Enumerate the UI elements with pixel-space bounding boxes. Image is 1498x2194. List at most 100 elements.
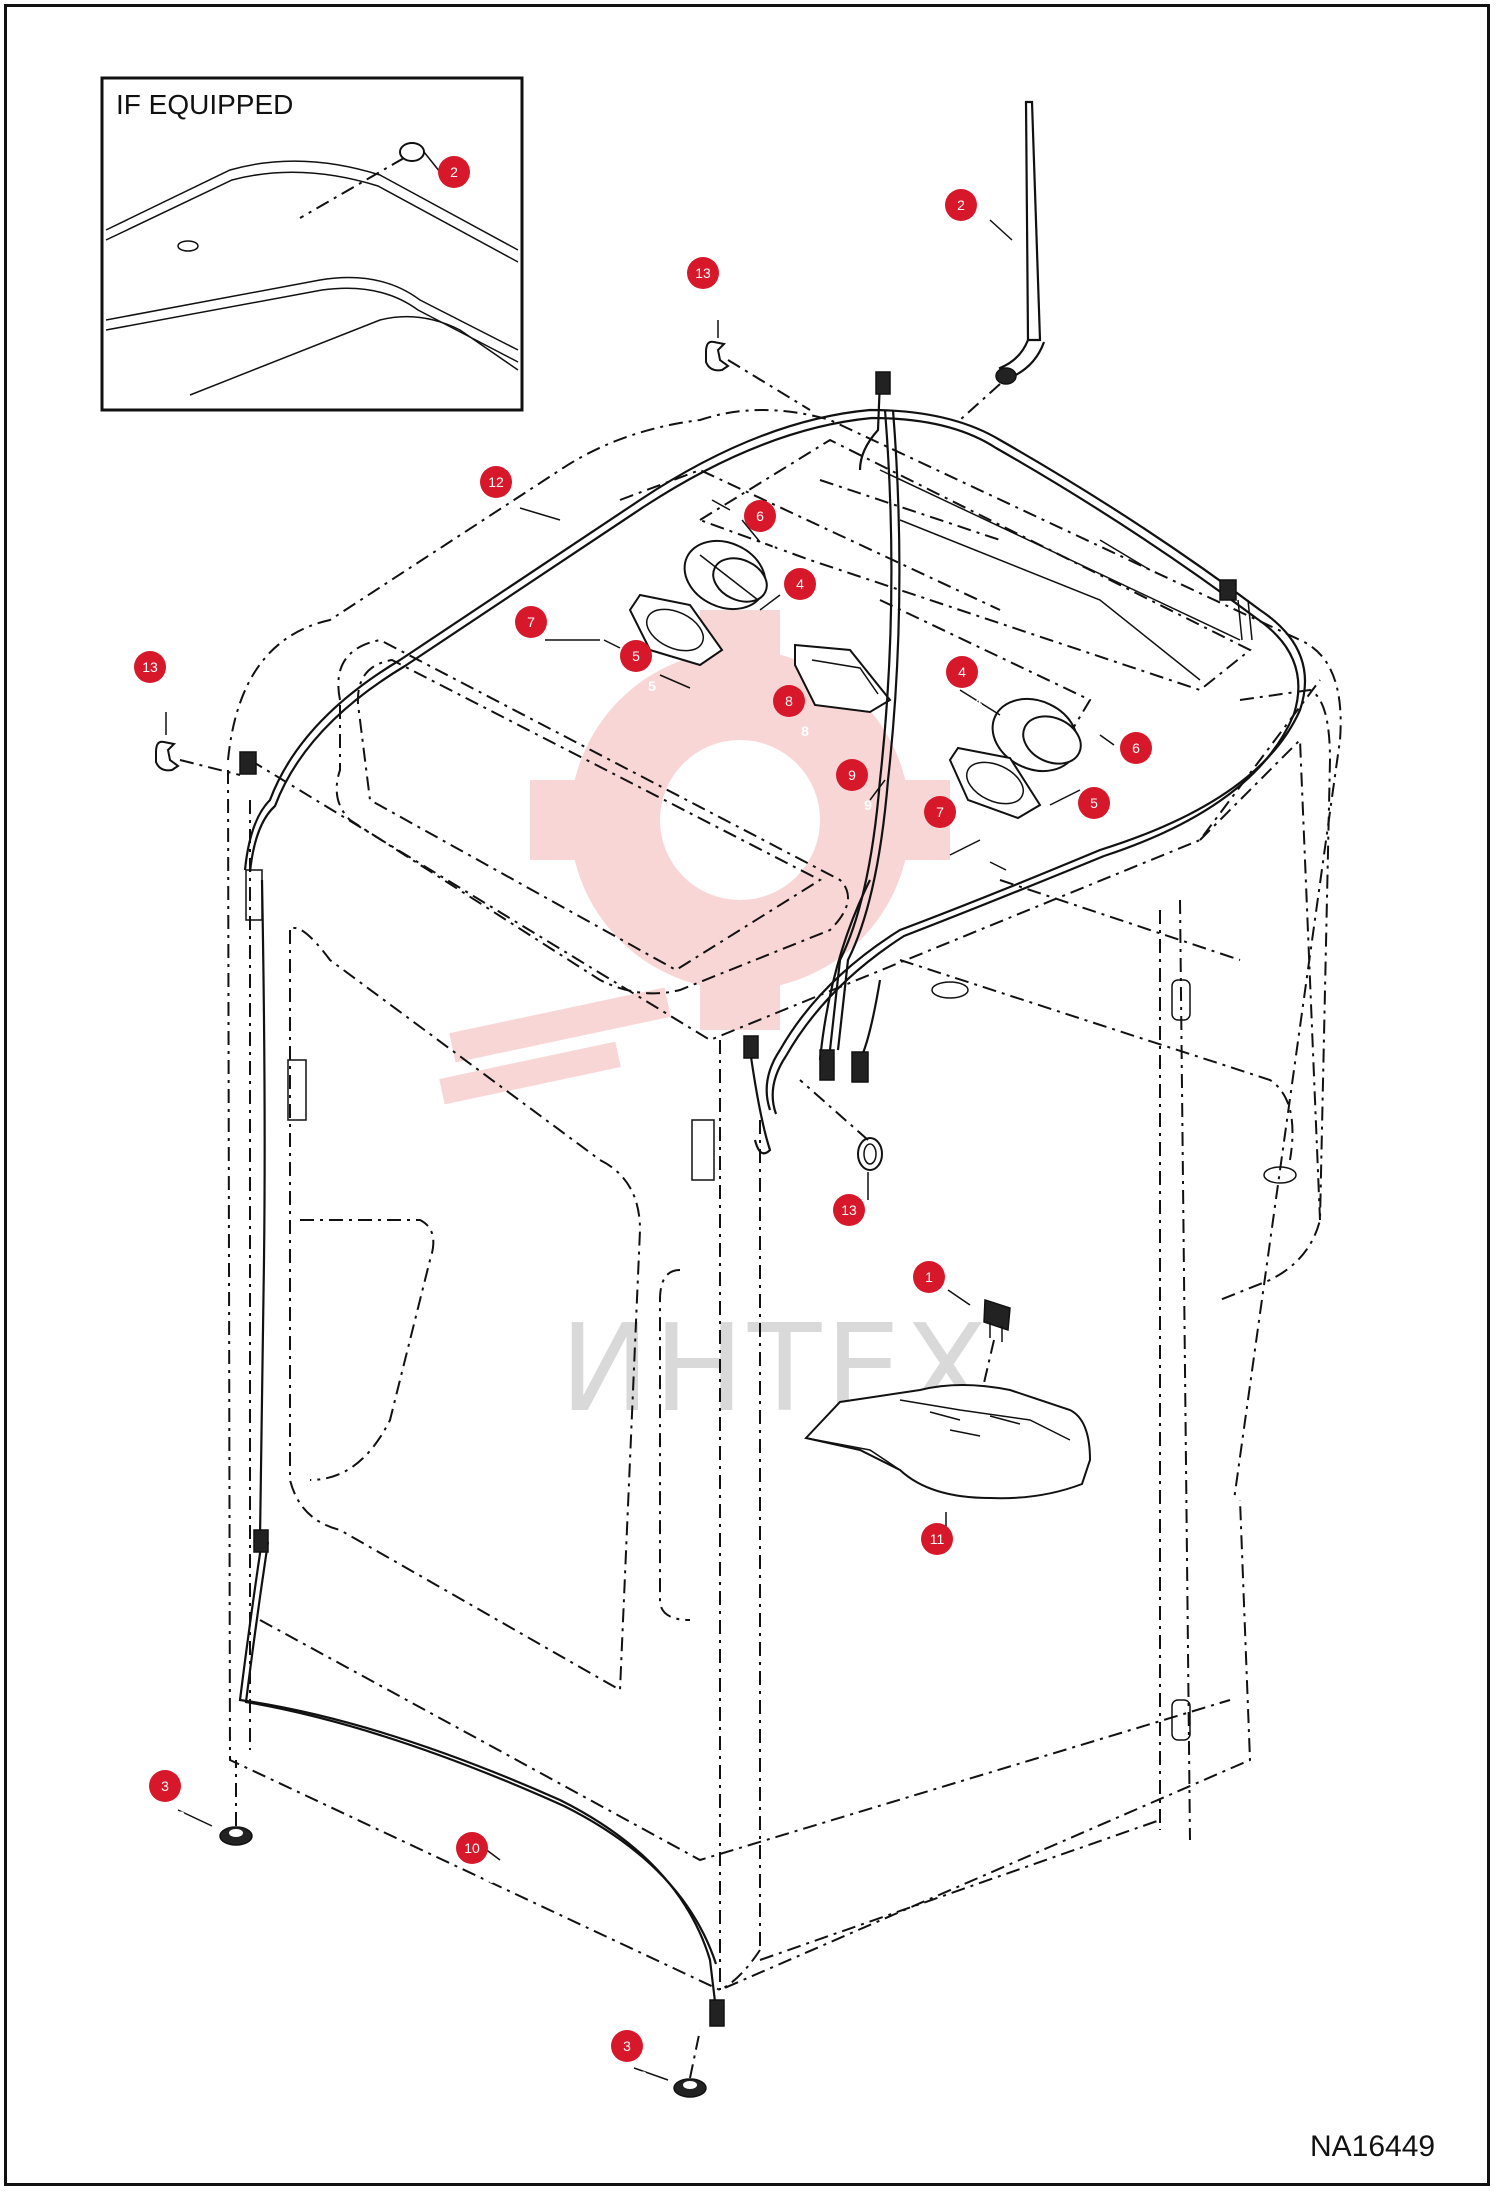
callout-5: 55 [620,640,656,694]
callout-number: 2 [466,194,474,210]
callout-4: 44 [784,568,820,622]
callout-1: 11 [913,1261,949,1315]
callout-number: 2 [973,227,981,243]
callout-number: 4 [974,694,982,710]
antenna [959,100,1046,421]
callout-badge-label: 3 [161,1778,169,1794]
inset-title: IF EQUIPPED [116,89,293,120]
callout-leaders [479,507,1081,1861]
watermark-logo [439,610,950,1105]
callout-badge-circle [924,796,956,828]
callout-badge-circle [611,2030,643,2062]
callout-number: 3 [177,1808,185,1824]
callout-badge-label: 6 [1132,740,1140,756]
callout-badge-circle [921,1523,953,1555]
callout-number: 10 [480,1870,496,1886]
callout-number: 6 [1148,770,1156,786]
callout-badge-circle [515,606,547,638]
callout-badge-circle [913,1261,945,1293]
grommets [155,320,883,1200]
callout-number: 13 [857,1232,873,1248]
callout-number: 5 [1106,825,1114,841]
ceiling-mounts [619,438,1252,751]
callout-badge-circle [784,568,816,600]
callout-number: 13 [711,295,727,311]
callout-number: 4 [812,606,820,622]
callout-badge-label: 13 [142,659,158,675]
callout-badge-circle [134,651,166,683]
callout-badge-label: 5 [1090,795,1098,811]
center-bracket [794,643,892,714]
callout-badge-label: 7 [936,804,944,820]
callout-badge-label: 10 [464,1840,480,1856]
callout-badge-circle [836,759,868,791]
callout-number: 7 [952,834,960,850]
callout-badge-circle [687,257,719,289]
callout-2: 22 [945,189,981,243]
callout-badge-label: 2 [450,164,458,180]
speaker-rear [991,698,1082,772]
callout-badge-circle [1078,787,1110,819]
callout-number: 11 [946,1561,961,1577]
speaker-front [683,539,768,611]
callout-6: 66 [1120,732,1156,786]
figure-id: NA16449 [1310,2130,1435,2163]
wire-harness [238,371,1307,2027]
callout-6: 66 [744,500,780,554]
callout-7: 77 [924,796,960,850]
callout-3: 33 [149,1770,185,1824]
callout-badge-label: 8 [785,693,793,709]
callout-2: 22 [438,156,474,210]
callout-9: 99 [836,759,872,813]
callout-badge-circle [620,640,652,672]
callout-badge-circle [946,656,978,688]
callout-number: 12 [504,504,520,520]
callout-badge-label: 4 [796,576,804,592]
callout-badge-label: 9 [848,767,856,783]
screws [603,499,1115,871]
callout-badge-label: 12 [488,474,504,490]
callout-3: 33 [611,2030,647,2084]
callout-badge-label: 7 [527,614,535,630]
callout-4: 44 [946,656,982,710]
cab-frame [227,409,1342,1992]
switch-panel [804,1384,1092,1530]
callout-8: 88 [773,685,809,739]
inset-box: IF EQUIPPED [100,76,524,412]
callout-badge-label: 2 [957,197,965,213]
callout-badge-circle [773,685,805,717]
callout-badge-circle [438,156,470,188]
callout-badge-circle [149,1770,181,1802]
cab-mounts [177,1760,707,2098]
rocker-switch [947,1289,1011,1401]
callout-7: 77 [515,606,551,660]
callout-badge-circle [1120,732,1152,764]
callout-badge-circle [456,1832,488,1864]
callout-5: 55 [1078,787,1114,841]
callout-number: 3 [639,2068,647,2084]
callout-number: 7 [543,644,551,660]
callout-number: 8 [801,723,809,739]
callout-badge-label: 13 [695,265,711,281]
callout-number: 5 [648,678,656,694]
callout-number: 9 [864,797,872,813]
callout-number: 6 [772,538,780,554]
callout-badge-label: 1 [925,1269,933,1285]
callout-badge-circle [945,189,977,221]
callout-badge-circle [744,500,776,532]
callout-badge-label: 6 [756,508,764,524]
speaker-grille-front [628,593,724,667]
callout-badge-circle [480,466,512,498]
callout-number: 1 [941,1299,949,1315]
callout-badge-label: 13 [841,1202,857,1218]
callout-badge-label: 11 [930,1531,945,1547]
callout-badge-label: 3 [623,2038,631,2054]
